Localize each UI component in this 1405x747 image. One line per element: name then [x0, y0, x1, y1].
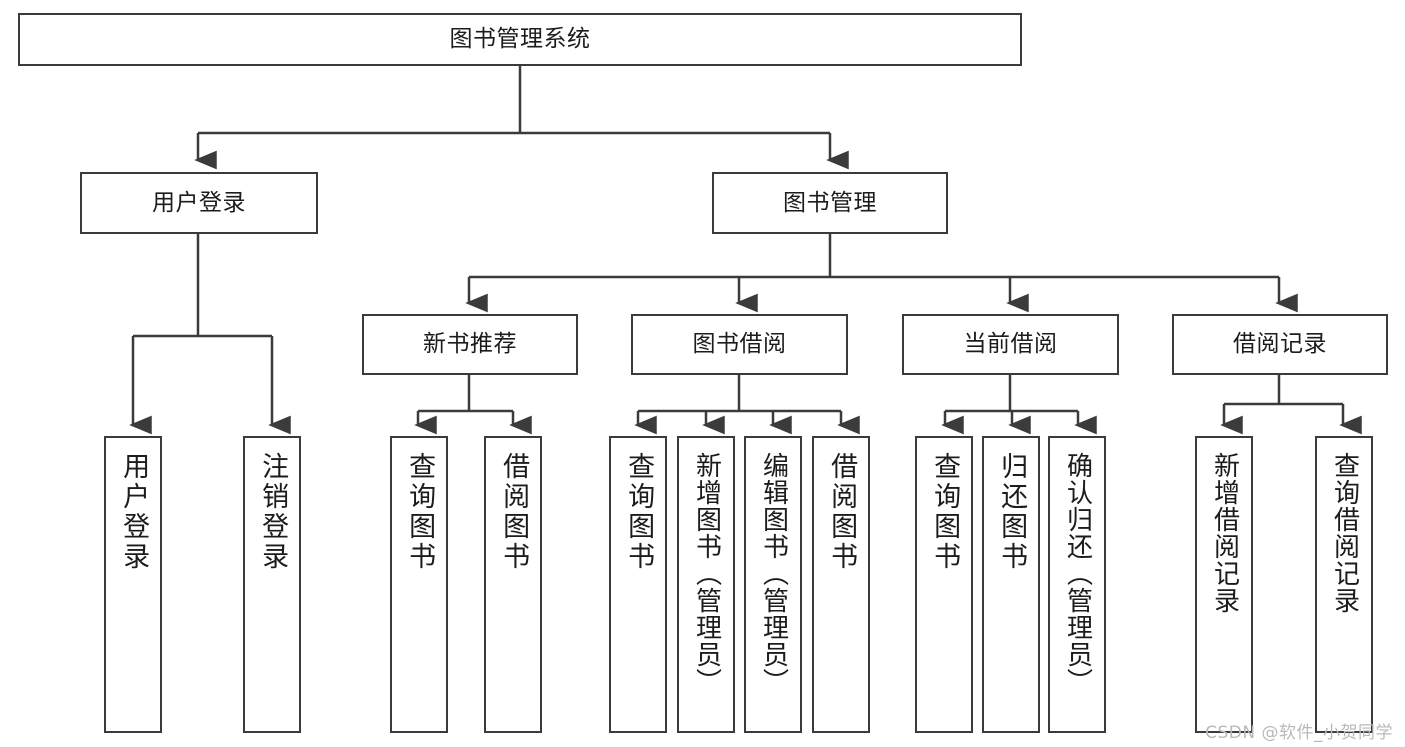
node-label: 查询图书 — [929, 452, 961, 572]
node-label: 新增借阅记录 — [1209, 452, 1240, 614]
leaf-user-login-logout[interactable]: 注销登录 — [243, 436, 301, 733]
node-label: 新增图书（管理员） — [691, 452, 722, 695]
node-label: 查询图书 — [404, 452, 436, 572]
node-label: 用户登录 — [152, 189, 246, 216]
leaf-record-add-record[interactable]: 新增借阅记录 — [1195, 436, 1253, 733]
leaf-borrow-query-book[interactable]: 查询图书 — [609, 436, 667, 733]
node-label: 图书管理系统 — [449, 26, 591, 53]
node-label: 借阅图书 — [826, 452, 858, 572]
node-borrow-record[interactable]: 借阅记录 — [1172, 314, 1388, 375]
leaf-record-query-record[interactable]: 查询借阅记录 — [1315, 436, 1373, 733]
node-label: 编辑图书（管理员） — [758, 452, 789, 695]
node-current-borrow[interactable]: 当前借阅 — [902, 314, 1119, 375]
watermark: CSDN @软件_小贺同学 — [1205, 723, 1393, 743]
node-label: 借阅记录 — [1233, 331, 1327, 358]
node-new-book-recommend[interactable]: 新书推荐 — [362, 314, 578, 375]
leaf-recommend-borrow-book[interactable]: 借阅图书 — [484, 436, 542, 733]
node-label: 借阅图书 — [498, 452, 530, 572]
node-label: 图书管理 — [783, 189, 877, 216]
node-label: 查询图书 — [623, 452, 655, 572]
node-label: 查询借阅记录 — [1329, 452, 1360, 614]
node-book-borrow[interactable]: 图书借阅 — [631, 314, 848, 375]
leaf-recommend-query-book[interactable]: 查询图书 — [390, 436, 448, 733]
node-label: 确认归还（管理员） — [1062, 452, 1093, 695]
node-label: 用户登录 — [118, 452, 150, 572]
node-label: 当前借阅 — [963, 331, 1058, 358]
node-label: 新书推荐 — [423, 331, 517, 358]
node-label: 注销登录 — [257, 452, 289, 572]
leaf-user-login-login[interactable]: 用户登录 — [104, 436, 162, 733]
leaf-borrow-add-book[interactable]: 新增图书（管理员） — [677, 436, 735, 733]
node-book-management[interactable]: 图书管理 — [712, 172, 948, 234]
node-label: 归还图书 — [996, 452, 1028, 572]
leaf-current-return-book[interactable]: 归还图书 — [982, 436, 1040, 733]
node-user-login[interactable]: 用户登录 — [80, 172, 318, 234]
node-label: 图书借阅 — [692, 331, 787, 358]
leaf-current-query-book[interactable]: 查询图书 — [915, 436, 973, 733]
leaf-borrow-edit-book[interactable]: 编辑图书（管理员） — [744, 436, 802, 733]
node-root-system[interactable]: 图书管理系统 — [18, 13, 1022, 66]
leaf-current-confirm-return[interactable]: 确认归还（管理员） — [1048, 436, 1106, 733]
leaf-borrow-borrow-book[interactable]: 借阅图书 — [812, 436, 870, 733]
